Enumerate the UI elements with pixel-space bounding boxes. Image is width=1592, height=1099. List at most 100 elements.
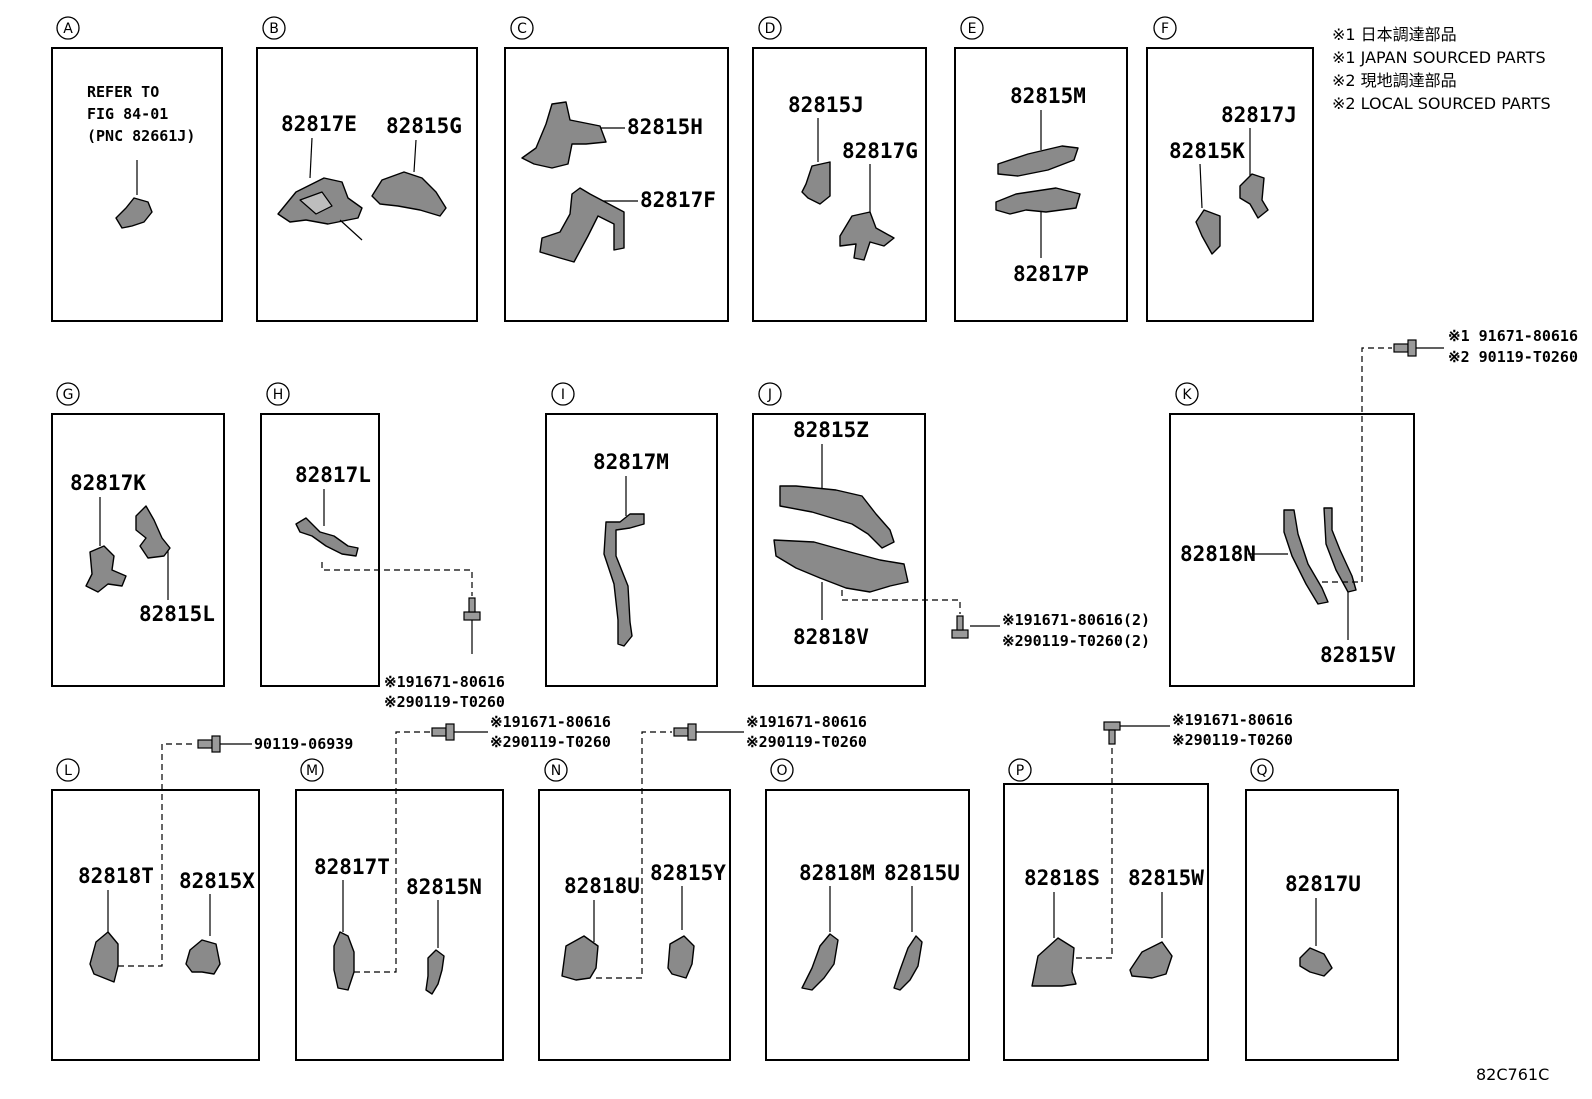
part-label-82815n: 82815N <box>406 875 482 899</box>
part-illustration <box>1323 507 1357 593</box>
part-illustration <box>667 935 695 979</box>
panel-k[interactable]: K 82818N 82815V ※1 91671-80616 ※2 90119-… <box>1169 327 1578 687</box>
panel-letter-circle <box>56 382 80 406</box>
connector-dash-line <box>841 590 961 614</box>
panel-frame <box>545 413 718 687</box>
bolt-icon <box>1103 721 1170 745</box>
panel-letter-circle <box>510 16 534 40</box>
panel-letter-circle <box>758 382 782 406</box>
bolt-icon <box>463 597 481 654</box>
connector-dash-line <box>596 731 672 979</box>
panel-c[interactable]: C 82815H 82817F <box>504 16 729 322</box>
panel-frame <box>1245 789 1399 1061</box>
fastener-label-1: ※1 91671-80616 <box>1448 327 1578 345</box>
fastener-label-1: ※191671-80616(2) <box>1002 611 1150 629</box>
part-label-82815m: 82815M <box>1010 84 1086 108</box>
legend-line-1: ※1 日本調達部品 <box>1332 25 1457 44</box>
panel-letter: J <box>767 387 772 403</box>
part-label-82815z: 82815Z <box>793 418 869 442</box>
part-illustration <box>371 171 447 217</box>
part-label-82817m: 82817M <box>593 450 669 474</box>
part-illustration <box>85 545 127 593</box>
panel-frame <box>51 789 260 1061</box>
part-label-82818v: 82818V <box>793 625 869 649</box>
fastener-label-1: ※191671-80616 <box>490 713 611 731</box>
fastener-label-1: 90119-06939 <box>254 735 353 753</box>
panel-letter: I <box>561 387 565 403</box>
part-illustration <box>839 211 895 261</box>
panel-a[interactable]: A REFER TO FIG 84-01 (PNC 82661J) <box>51 16 223 322</box>
part-label-82818s: 82818S <box>1024 866 1100 890</box>
part-illustration <box>295 517 359 557</box>
panel-letter: N <box>551 763 561 779</box>
panel-letter-circle <box>1250 758 1274 782</box>
part-label-82815g: 82815G <box>386 114 462 138</box>
part-illustration <box>1239 173 1269 219</box>
panel-d[interactable]: D 82815J 82817G <box>752 16 927 322</box>
fastener-label-1: ※191671-80616 <box>384 673 505 691</box>
part-label-82815l: 82815L <box>139 602 215 626</box>
panel-m[interactable]: M 82817T 82815N ※191671-80616 ※290119-T0… <box>295 713 611 1061</box>
panel-h[interactable]: H 82817L ※191671-80616 ※290119-T0260 <box>260 382 505 711</box>
legend-line-2: ※1 JAPAN SOURCED PARTS <box>1332 48 1546 67</box>
panel-frame <box>1003 783 1209 1061</box>
panel-n[interactable]: N 82818U 82815Y ※191671-80616 ※290119-T0… <box>538 713 867 1061</box>
connector-dash-line <box>354 731 430 973</box>
panel-q[interactable]: Q 82817U <box>1245 758 1399 1061</box>
leader-line <box>309 137 313 179</box>
panel-letter-circle <box>758 16 782 40</box>
part-illustration <box>561 935 599 981</box>
panel-j[interactable]: J 82815Z 82818V ※191671-80616(2) ※290119… <box>752 382 1150 687</box>
panel-frame <box>538 789 731 1061</box>
part-label-82818m: 82818M <box>799 861 875 885</box>
part-label-82815h: 82815H <box>627 115 703 139</box>
connector-dash-line <box>321 562 473 596</box>
part-label-82815u: 82815U <box>884 861 960 885</box>
panel-letter: G <box>63 387 74 403</box>
panel-o[interactable]: O 82818M 82815U <box>765 758 970 1061</box>
panel-i[interactable]: I 82817M <box>545 382 718 687</box>
fastener-label-2: ※290119-T0260 <box>746 733 867 751</box>
part-illustration <box>995 187 1081 215</box>
part-illustration <box>773 539 909 593</box>
fastener-label-1: ※191671-80616 <box>1172 711 1293 729</box>
part-illustration <box>185 939 221 975</box>
reference-note-line-3: (PNC 82661J) <box>87 127 195 145</box>
part-label-82815j: 82815J <box>788 93 864 117</box>
connector-dash-line <box>1076 744 1113 959</box>
legend: ※1 日本調達部品 ※1 JAPAN SOURCED PARTS ※2 現地調達… <box>1332 25 1551 113</box>
legend-line-4: ※2 LOCAL SOURCED PARTS <box>1332 94 1551 113</box>
part-illustration <box>333 931 355 991</box>
connector-dash-line <box>1322 347 1392 583</box>
fastener-label-1: ※191671-80616 <box>746 713 867 731</box>
panel-letter: K <box>1182 387 1192 403</box>
fastener-label-2: ※290119-T0260 <box>1172 731 1293 749</box>
part-stud <box>339 219 363 241</box>
part-label-82815w: 82815W <box>1128 866 1204 890</box>
panel-frame <box>1169 413 1415 687</box>
reference-note-line-2: FIG 84-01 <box>87 105 168 123</box>
reference-note-line-1: REFER TO <box>87 83 159 101</box>
part-illustration <box>539 187 625 263</box>
panel-frame <box>752 413 926 687</box>
panel-letter: C <box>517 21 527 37</box>
panel-p[interactable]: P 82818S 82815W ※191671-80616 ※290119-T0… <box>1003 711 1293 1061</box>
leader-line <box>1199 163 1203 209</box>
part-label-82817e: 82817E <box>281 112 357 136</box>
panel-letter-circle <box>56 16 80 40</box>
part-label-82815k: 82815K <box>1169 139 1245 163</box>
panel-g[interactable]: G 82817K 82815L <box>51 382 225 687</box>
panel-frame <box>504 47 729 322</box>
part-label-82817l: 82817L <box>295 463 371 487</box>
bolt-icon <box>673 723 744 741</box>
panel-l[interactable]: L 82818T 82815X 90119-06939 <box>51 735 353 1061</box>
panel-e[interactable]: E 82815M 82817P <box>954 16 1128 322</box>
panel-frame <box>295 789 504 1061</box>
panel-letter-circle <box>551 382 575 406</box>
panel-b[interactable]: B 82817E 82815G <box>256 16 478 322</box>
part-illustration <box>997 145 1079 177</box>
panel-letter-circle <box>770 758 794 782</box>
panel-letter: L <box>64 763 72 779</box>
panel-f[interactable]: F 82817J 82815K <box>1146 16 1314 322</box>
